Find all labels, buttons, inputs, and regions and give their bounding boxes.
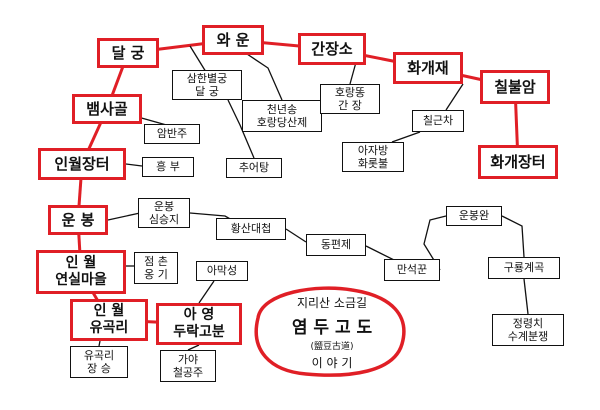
black-link-17 [98,340,101,347]
node-heungbu: 흥 부 [142,157,194,177]
node-ayeong: 아 영 두락고분 [156,303,242,345]
node-jeomchon: 점 촌 옹 기 [134,252,178,284]
center-line-3: (鹽豆古道) [310,342,354,352]
node-dalgung: 달 궁 [97,38,159,68]
node-unbong: 운 봉 [48,205,108,235]
center-title: 지리산 소금길 염 두 고 도 (鹽豆古道) 이 야 기 [270,294,394,371]
black-link-16 [198,280,215,304]
black-link-3 [445,83,464,111]
node-chueotang: 추어탕 [226,158,282,178]
black-link-11 [365,245,398,261]
node-amakseong: 아막성 [196,261,248,281]
node-inwol-yeonsil: 인 월 연실마을 [36,250,126,294]
black-link-13 [501,215,525,258]
node-hwangsan: 황산대첩 [216,218,286,240]
node-ganjangso: 간장소 [298,33,366,65]
center-blob [254,286,406,377]
black-link-14 [523,278,529,315]
black-link-6 [227,99,255,159]
node-chilgeuncha: 칠근차 [412,110,464,132]
node-unbong-sip: 운봉 심승지 [138,198,190,228]
node-unbongwan: 운봉완 [446,206,502,226]
black-link-0 [189,45,207,73]
black-link-8 [107,212,141,221]
node-inwol-yugok: 인 월 유곡리 [70,299,148,341]
node-ambanju: 암반주 [144,124,200,144]
node-dongpyeonje: 동편제 [306,234,366,256]
black-link-18 [187,344,200,351]
center-line-2: 염 두 고 도 [291,318,373,338]
black-link-4 [391,131,421,143]
center-line-4: 이 야 기 [311,356,353,370]
node-baemsagol: 뱀사골 [72,94,142,124]
node-chilbulam: 칠불암 [480,70,550,104]
black-link-1 [246,53,283,101]
black-link-10 [285,228,307,243]
node-hwagaejae: 화개재 [393,52,463,84]
node-yugokri-jangseung: 유곡리 장 승 [70,346,128,378]
center-line-1: 지리산 소금길 [296,296,368,310]
black-link-7 [125,163,143,167]
node-manseokkun: 만석꾼 [384,259,440,281]
node-horangttong: 호랑똥 간 장 [320,84,380,114]
node-inwoljangteo: 인월장터 [38,148,126,180]
node-jeongryeong: 정령치 수계분쟁 [492,314,564,346]
node-ajabang: 아자방 화롯불 [342,142,404,172]
node-gurong: 구룡계곡 [488,257,560,279]
node-waun: 와 운 [202,25,264,55]
node-gaya: 가야 철공주 [160,350,216,382]
black-link-12 [423,215,447,271]
node-cheonnyeon: 천년송 호랑당산제 [242,100,322,132]
node-samhan: 삼한별궁 달 궁 [172,70,242,100]
node-hwagaejangteo: 화개장터 [478,145,558,179]
